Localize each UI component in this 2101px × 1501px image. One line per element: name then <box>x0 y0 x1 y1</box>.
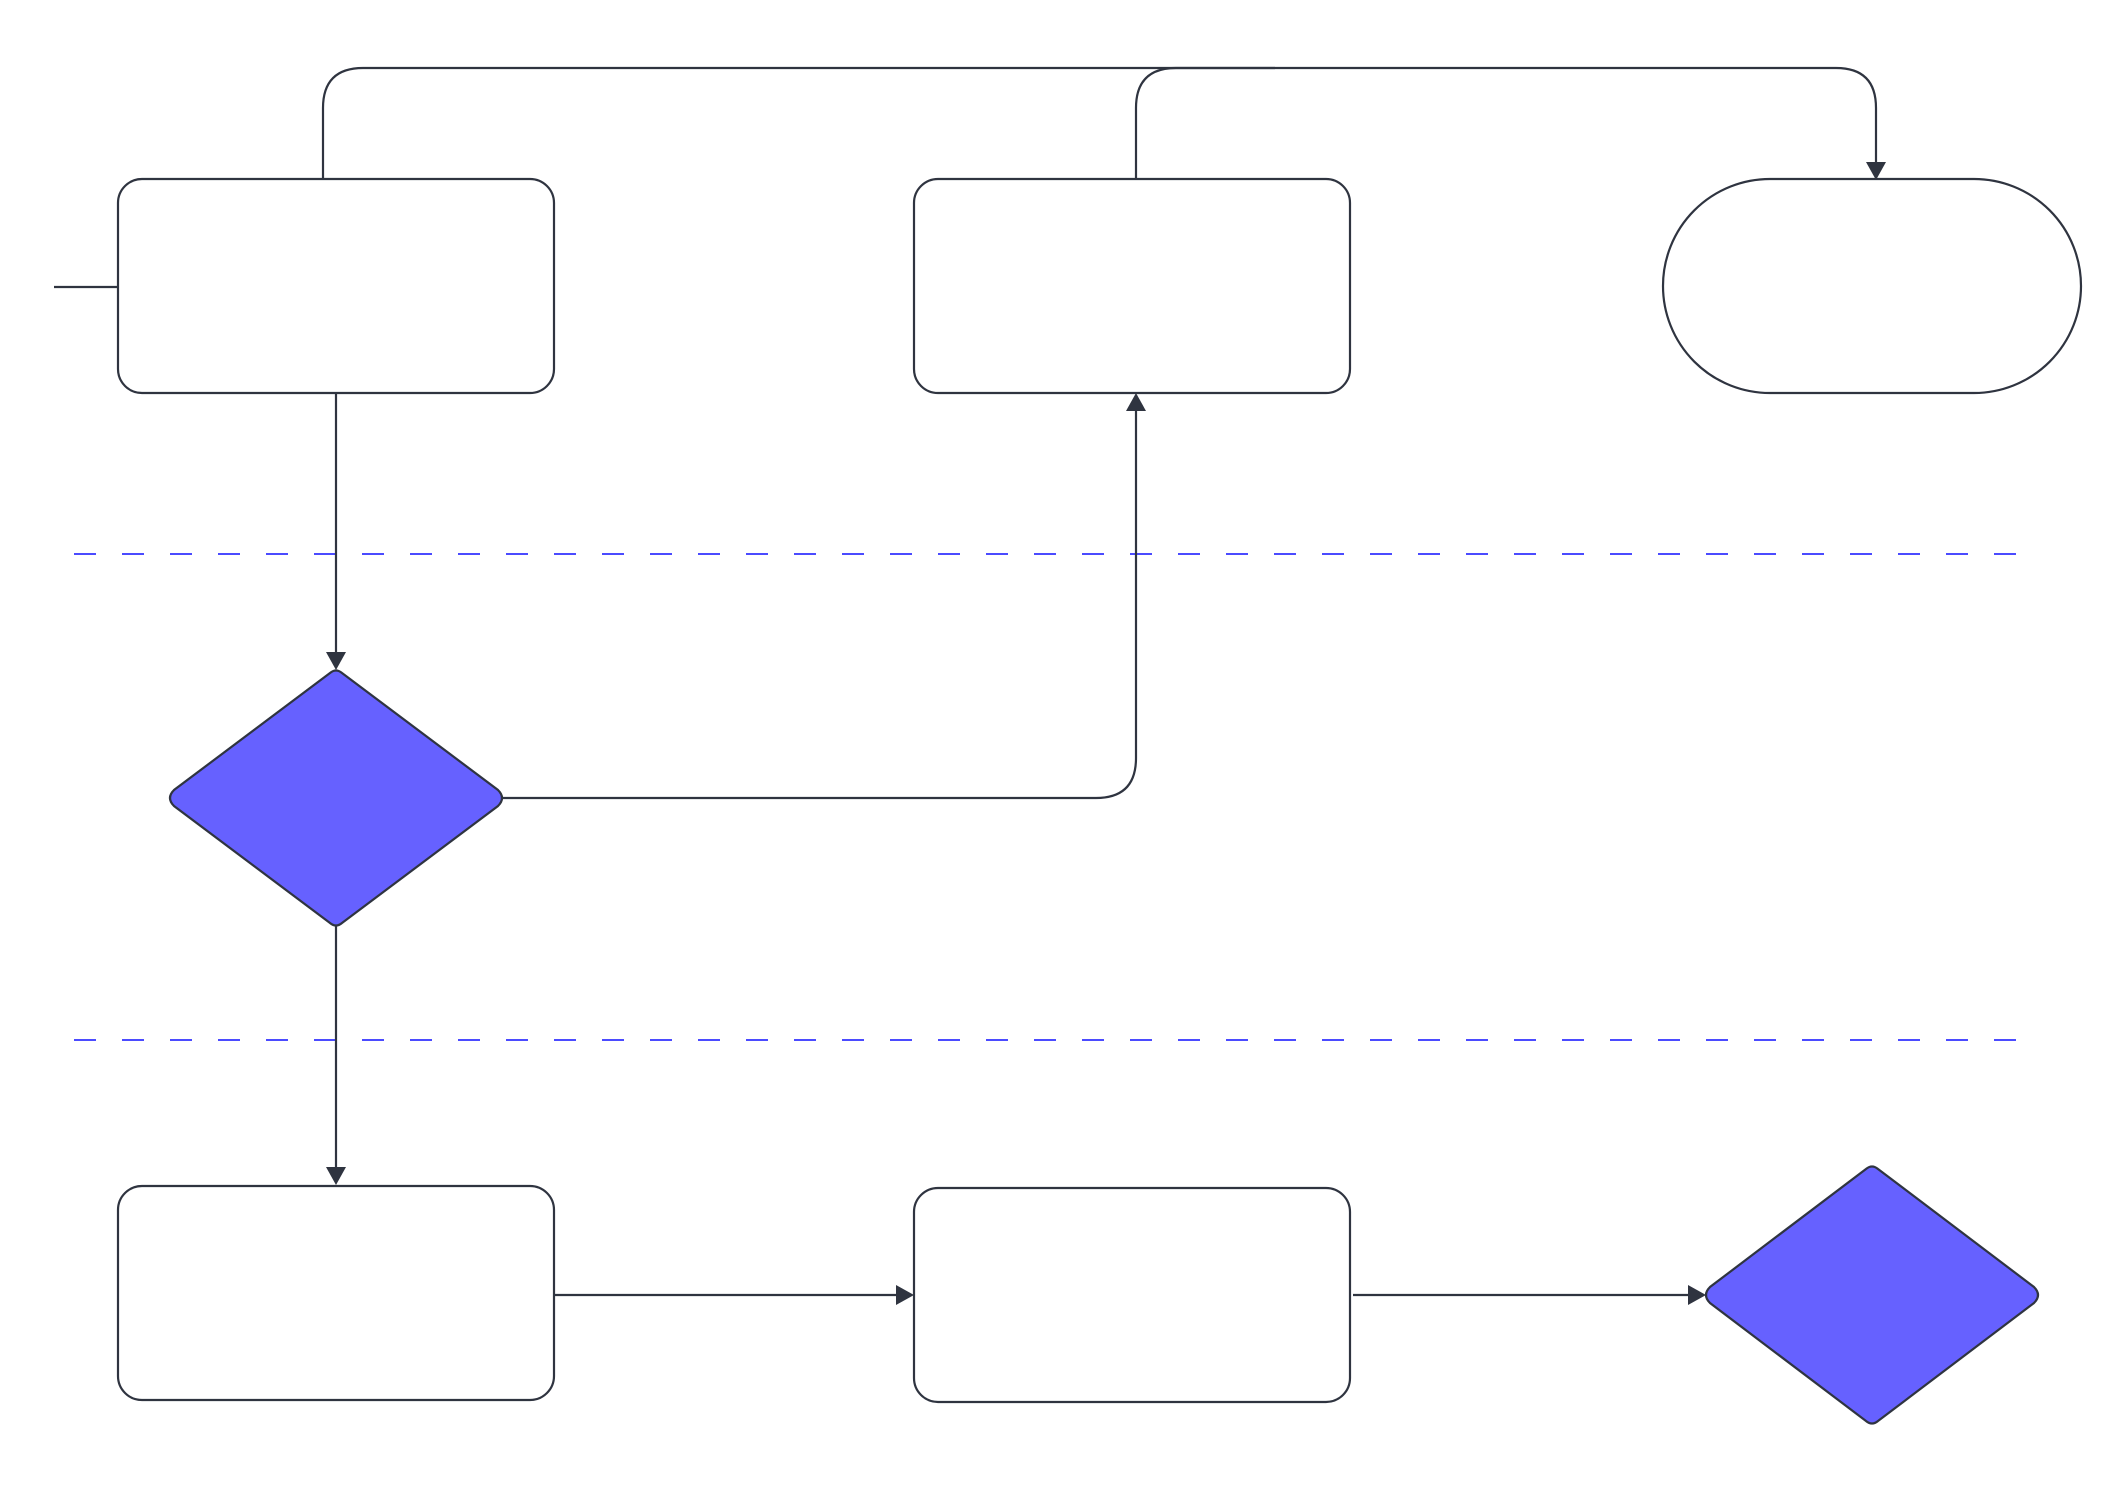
process-node-top-left[interactable] <box>116 177 556 395</box>
edge-process-top-middle-to-terminator <box>1134 66 1878 179</box>
arrowhead-into-process-top-middle <box>1126 393 1146 411</box>
edge-decision-to-process-top-middle <box>502 410 1138 800</box>
process-node-bottom-middle[interactable] <box>912 1186 1352 1404</box>
arrowhead-into-process-bottom-left <box>326 1167 346 1185</box>
arrowhead-into-terminator <box>1866 162 1886 180</box>
process-node-top-middle[interactable] <box>912 177 1352 395</box>
arrowhead-into-process-bottom-middle <box>896 1285 914 1305</box>
process-node-bottom-left[interactable] <box>116 1184 556 1402</box>
decision-node-middle-left[interactable] <box>168 669 504 927</box>
arrowhead-into-decision-bottom-right <box>1688 1285 1706 1305</box>
decision-node-bottom-right[interactable] <box>1704 1165 2040 1425</box>
terminator-node-top-right[interactable] <box>1661 177 2083 395</box>
arrowhead-into-decision-middle <box>326 652 346 670</box>
edge-process-top-left-to-terminator <box>321 66 1275 179</box>
